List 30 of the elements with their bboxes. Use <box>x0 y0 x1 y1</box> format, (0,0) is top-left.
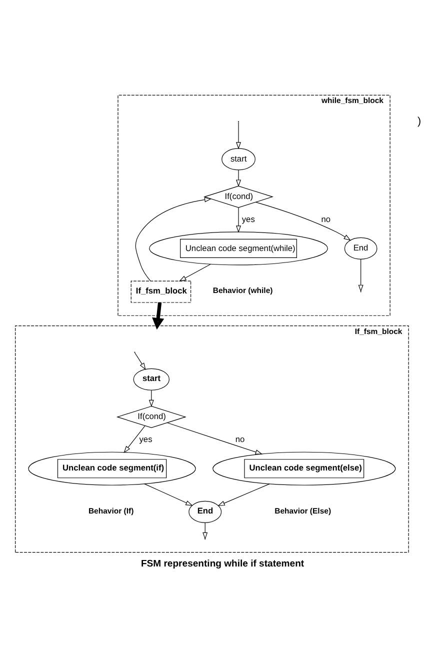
arrow <box>256 202 351 241</box>
node-ellipse: Unclean code segment(while) <box>149 232 328 266</box>
arrow <box>218 484 270 506</box>
edge-label: no <box>235 434 245 444</box>
arrow <box>236 207 242 233</box>
arrow <box>236 170 242 187</box>
arrow <box>358 258 364 292</box>
label: ) <box>418 115 422 128</box>
node-ellipse: Unclean code segment(if) <box>28 452 196 486</box>
arrow <box>236 122 242 150</box>
node-ellipse: End <box>188 500 222 523</box>
arrow <box>202 522 208 540</box>
arrow <box>144 484 193 506</box>
edge-label: yes <box>242 214 255 224</box>
arrow <box>166 422 263 454</box>
caption: FSM representing while if statement <box>140 558 304 570</box>
arrow <box>135 197 212 282</box>
arrow <box>148 390 154 408</box>
node-box: If_fsm_block <box>130 280 192 303</box>
node-diamond: If(cond) <box>116 406 186 428</box>
node-ellipse: Unclean code segment(else) <box>212 452 396 486</box>
node-ellipse: start <box>222 148 256 170</box>
arrow <box>134 352 146 370</box>
arrow <box>152 302 164 330</box>
edge-label: yes <box>139 434 152 444</box>
edge-label: no <box>321 214 331 224</box>
arrow <box>124 426 146 454</box>
node-ellipse: End <box>344 237 378 260</box>
arrow <box>179 264 212 282</box>
node-ellipse: start <box>133 368 170 390</box>
